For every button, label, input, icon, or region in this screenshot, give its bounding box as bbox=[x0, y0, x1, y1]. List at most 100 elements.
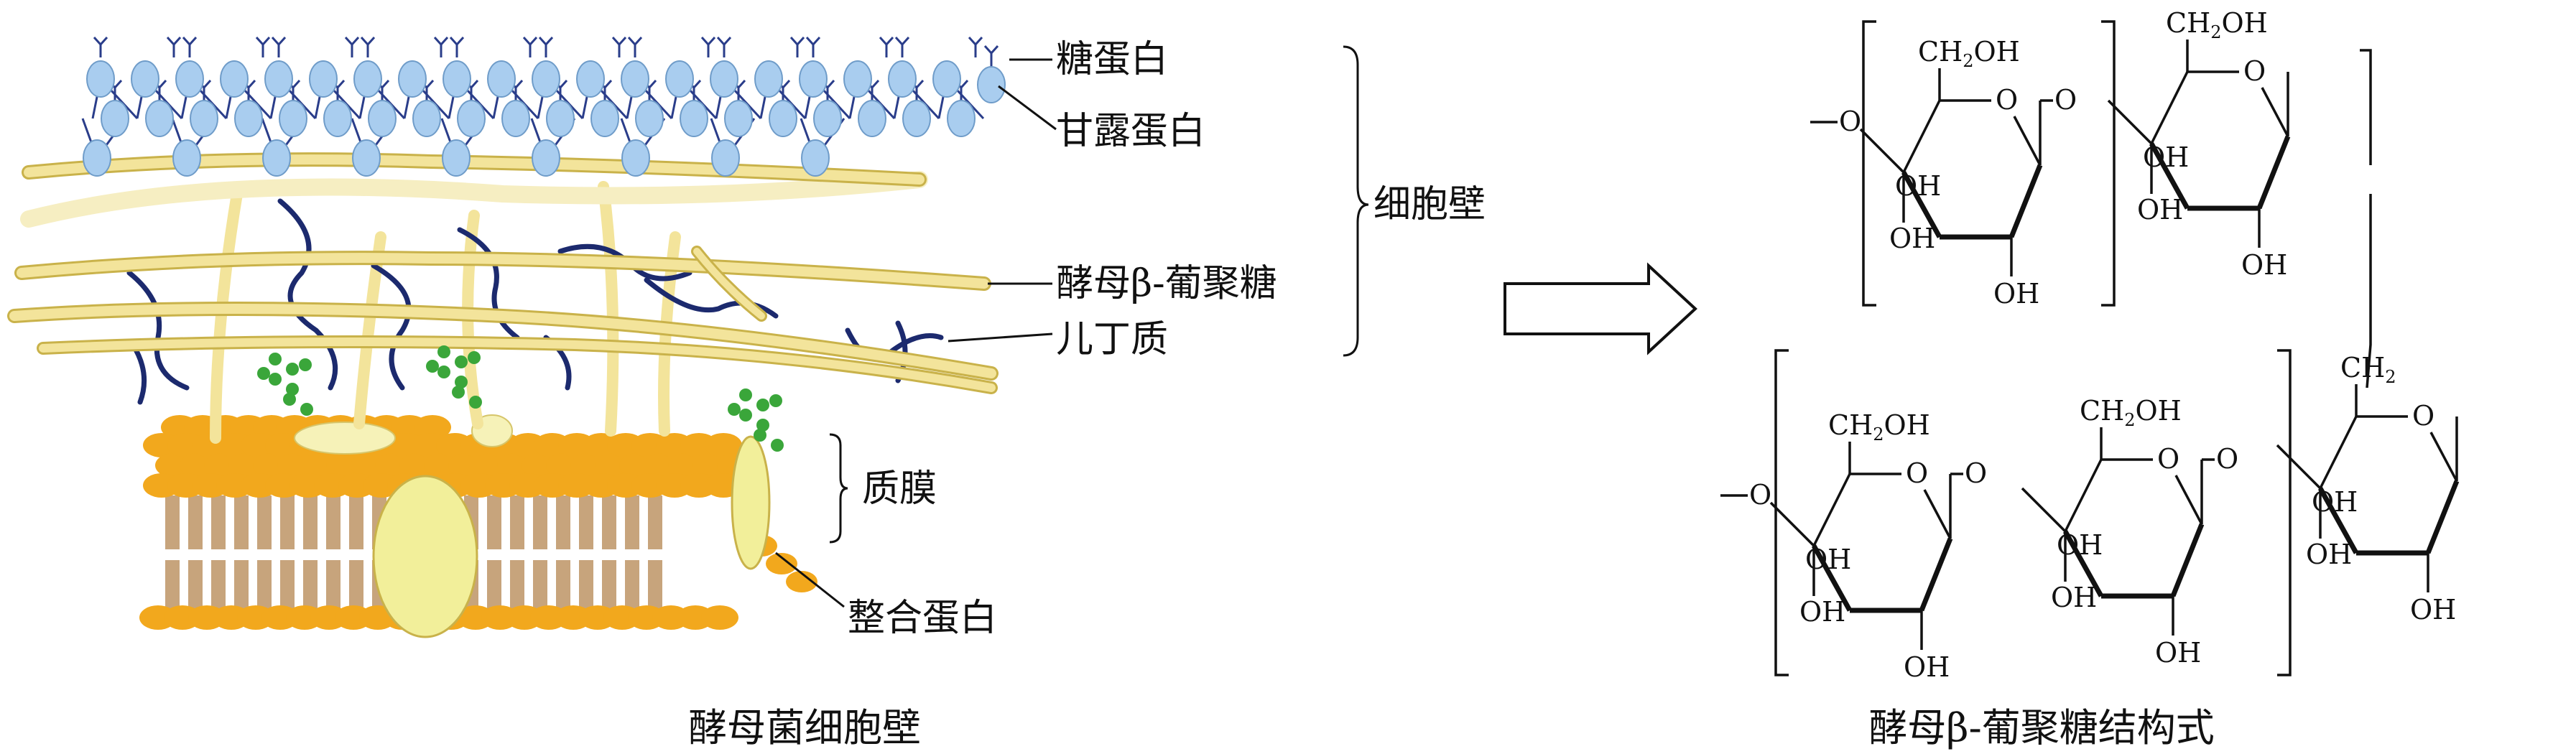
sub-bond bbox=[2276, 444, 2322, 490]
lipid-tail bbox=[211, 560, 226, 614]
glycan-unit bbox=[286, 363, 299, 376]
glycan-unit bbox=[468, 351, 481, 364]
mannose-tip bbox=[522, 36, 538, 57]
glycan-unit bbox=[437, 345, 450, 358]
glycan-unit bbox=[300, 403, 313, 416]
ch2oh-group: CH2OH bbox=[1918, 36, 2020, 71]
mannose-tip bbox=[716, 36, 732, 57]
lipid-tail bbox=[257, 560, 272, 614]
mannoprotein-bead bbox=[353, 60, 382, 98]
mannose-tip bbox=[611, 36, 627, 57]
glucose-ring bbox=[2276, 384, 2460, 592]
lipid-tail bbox=[510, 495, 524, 549]
hydroxyl-c4: OH bbox=[1889, 223, 1935, 254]
hydroxyl-c2: OH bbox=[2241, 249, 2287, 281]
mannoprotein-bead bbox=[279, 100, 307, 137]
mannose-tip bbox=[271, 36, 287, 57]
mannose-tip bbox=[93, 36, 108, 57]
mannose-tip bbox=[983, 45, 999, 66]
lipid-tail bbox=[303, 560, 318, 614]
mannoprotein-bead bbox=[368, 100, 397, 137]
mannoprotein-bead bbox=[590, 100, 619, 137]
mannoprotein-bead bbox=[977, 66, 1006, 103]
mannoprotein-bead bbox=[309, 60, 338, 98]
ring-oxygen: O bbox=[2157, 443, 2179, 475]
cell-wall-schematic bbox=[7, 36, 1006, 638]
lipid-tail bbox=[234, 495, 249, 549]
mannose-tip bbox=[968, 36, 983, 57]
bracket-top-right bbox=[2101, 20, 2116, 307]
mannoprotein-bead bbox=[234, 100, 263, 137]
ring-bond bbox=[2174, 475, 2203, 525]
integral-protein-small bbox=[731, 435, 771, 570]
glucose-ring bbox=[1810, 68, 2053, 276]
lipid-tail bbox=[349, 495, 363, 549]
ring-bond-bold bbox=[2425, 480, 2460, 554]
chitin-chains bbox=[126, 198, 944, 405]
glycosidic-bond-1-6 bbox=[2360, 49, 2372, 388]
ring-oxygen: O bbox=[2412, 400, 2434, 432]
mannoprotein-bead bbox=[86, 60, 115, 98]
glycan-unit bbox=[469, 396, 482, 409]
mannoprotein-bead bbox=[442, 139, 471, 177]
mannoprotein-bead bbox=[621, 60, 649, 98]
mannoprotein-bead bbox=[175, 60, 204, 98]
label-beta-glucan: 酵母β-葡聚糖 bbox=[1056, 262, 1277, 305]
ring-bond bbox=[2013, 116, 2042, 166]
mannoprotein-bead bbox=[352, 139, 381, 177]
label-plasma-membrane: 质膜 bbox=[862, 467, 937, 511]
mannoprotein-bead bbox=[635, 100, 664, 137]
lipid-tail bbox=[487, 495, 501, 549]
mannoprotein-bead bbox=[680, 100, 708, 137]
cell-wall-brace bbox=[1343, 45, 1369, 357]
lipid-tail bbox=[579, 495, 593, 549]
sub-bond bbox=[2164, 168, 2189, 209]
mannoprotein-bead bbox=[769, 100, 797, 137]
plasma-membrane-bilayer bbox=[139, 415, 817, 630]
lipid-tail bbox=[579, 560, 593, 614]
mannose-tip bbox=[166, 36, 182, 57]
lipid-tail bbox=[625, 560, 639, 614]
mannoprotein-bead bbox=[902, 100, 931, 137]
glycosidic-oxygen: O bbox=[2216, 443, 2238, 475]
mannoprotein-bead bbox=[101, 100, 129, 137]
mannoprotein-bead bbox=[801, 139, 830, 177]
plasma-membrane-brace bbox=[829, 433, 848, 544]
sub-bond bbox=[2333, 513, 2358, 554]
mannoprotein-bead bbox=[858, 100, 886, 137]
sub-bond bbox=[1769, 501, 1815, 547]
lipid-tail bbox=[349, 560, 363, 614]
lipid-tail bbox=[556, 495, 570, 549]
mannose-tip bbox=[360, 36, 376, 57]
mannoprotein-lattice bbox=[81, 36, 1006, 177]
lipid-tail bbox=[165, 495, 180, 549]
sub-bond bbox=[1917, 197, 1941, 238]
glycan-unit bbox=[452, 386, 465, 399]
label-glycoprotein: 糖蛋白 bbox=[1056, 38, 1168, 81]
ring-bond-bold bbox=[2256, 135, 2291, 210]
glycan-unit bbox=[269, 353, 282, 366]
lipid-tail bbox=[556, 560, 570, 614]
hydroxyl-c3: OH bbox=[2057, 529, 2103, 561]
ring-oxygen: O bbox=[1906, 457, 1928, 489]
hydroxyl-c3: OH bbox=[2143, 141, 2189, 173]
mannoprotein-bead bbox=[264, 60, 293, 98]
mannose-tip bbox=[879, 36, 894, 57]
bracket-bottom-right bbox=[2277, 349, 2292, 676]
ring-oxygen: O bbox=[2243, 55, 2266, 87]
ring-bond bbox=[2261, 87, 2289, 137]
lipid-tail bbox=[648, 560, 662, 614]
ch2-group: CH2 bbox=[2340, 352, 2396, 387]
mannoprotein-bead bbox=[932, 60, 961, 98]
integral-protein-large bbox=[372, 475, 478, 638]
mannoprotein-bead bbox=[83, 139, 111, 177]
mannoprotein-bead bbox=[220, 60, 249, 98]
mannose-tip bbox=[182, 36, 198, 57]
glycan-unit bbox=[426, 360, 439, 373]
mannoprotein-bead bbox=[754, 60, 783, 98]
lipid-head bbox=[414, 415, 451, 439]
lipid-head bbox=[705, 433, 742, 457]
ring-bond bbox=[1902, 100, 1941, 173]
glycan-unit bbox=[771, 439, 784, 452]
mannoprotein-bead bbox=[412, 100, 441, 137]
